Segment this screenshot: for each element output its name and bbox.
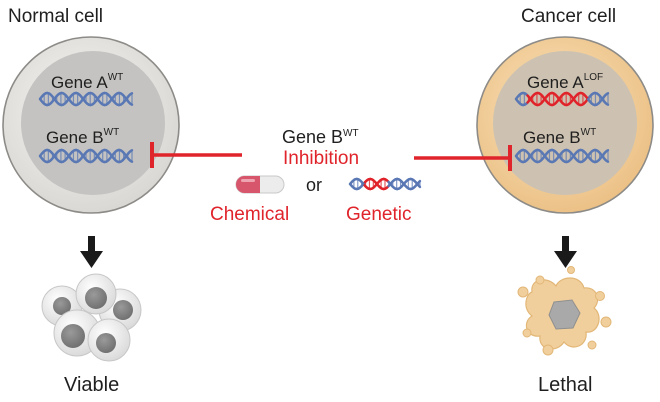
viable-cell-cluster-icon: [41, 273, 142, 362]
cancer-cell: [476, 36, 654, 214]
genetic-label: Genetic: [346, 204, 412, 225]
dying-cell-icon: [517, 266, 612, 356]
inhibition-arrow-left: [150, 142, 242, 168]
lethal-outcome-label: Lethal: [538, 374, 593, 396]
inhibition-arrow-right: [414, 145, 512, 171]
down-arrow-icon: [80, 236, 103, 268]
normal-gene-b-label: Gene BWT: [46, 127, 120, 147]
dna-icon: [38, 91, 134, 107]
cancer-cell-title: Cancer cell: [521, 6, 617, 27]
or-connector: or: [306, 175, 323, 195]
inhibition-label: Inhibition: [283, 148, 360, 169]
dna-icon-mutated: [514, 91, 610, 107]
normal-gene-a-label: Gene AWT: [51, 72, 124, 92]
chemical-label: Chemical: [210, 204, 290, 225]
down-arrow-icon: [554, 236, 577, 268]
dna-icon: [514, 148, 610, 164]
normal-cell-title: Normal cell: [8, 6, 104, 27]
dna-icon-mixed: [348, 177, 422, 191]
cancer-gene-b-label: Gene BWT: [523, 127, 597, 147]
dna-icon: [38, 148, 134, 164]
viable-outcome-label: Viable: [64, 374, 120, 396]
pill-capsule-icon: [235, 175, 285, 194]
normal-cell: [2, 36, 180, 214]
cancer-gene-a-label: Gene ALOF: [527, 72, 604, 92]
inhibition-target-label: Gene BWT: [282, 127, 359, 147]
